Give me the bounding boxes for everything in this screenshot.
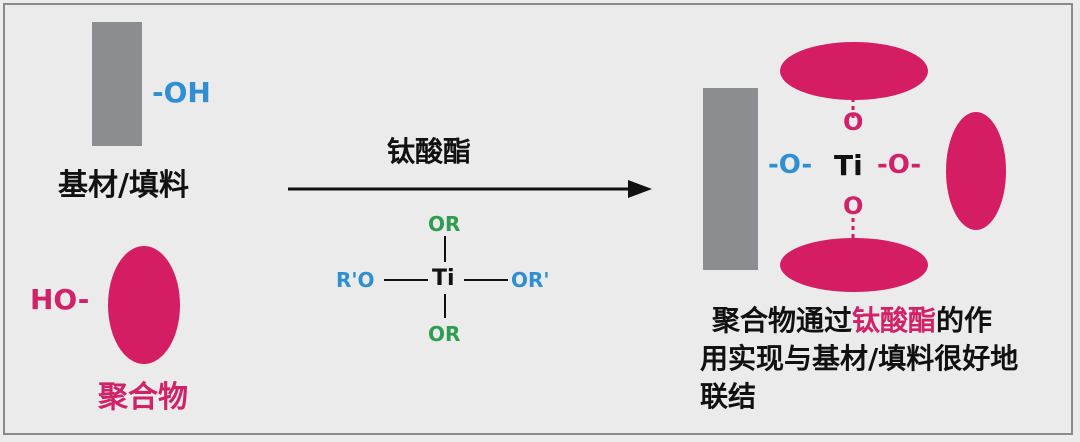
polymer-o-bond-right: -O- (877, 150, 922, 180)
formula-ti: Ti (432, 266, 455, 291)
caption-text-2: 的作 (936, 304, 993, 337)
ti-top-oxygen: O (843, 108, 864, 136)
reaction-arrow-head (628, 180, 652, 198)
caption-line-1: 聚合物通过钛酸酯的作 (700, 302, 1060, 340)
formula-left-ro: R'O (336, 268, 375, 292)
formula-top-or: OR (428, 212, 461, 236)
caption-line-3: 联结 (700, 380, 757, 413)
formula-right-or: OR' (511, 268, 550, 292)
result-caption: 聚合物通过钛酸酯的作 用实现与基材/填料很好地 联结 (700, 302, 1060, 416)
polymer-label: 聚合物 (98, 380, 188, 415)
arrow-label: 钛酸酯 (387, 135, 472, 168)
formula-bottom-or: OR (428, 322, 461, 346)
polymer-ellipse-bottom (780, 238, 928, 292)
ti-bottom-oxygen: O (843, 192, 864, 220)
caption-line-2: 用实现与基材/填料很好地 (700, 342, 1019, 375)
substrate-bar (92, 22, 142, 146)
polymer-ellipse-top (780, 42, 928, 100)
substrate-label: 基材/填料 (58, 168, 189, 203)
polymer-ellipse (108, 246, 180, 364)
caption-highlight: 钛酸酯 (852, 304, 937, 337)
polymer-ellipse-right (946, 112, 1006, 230)
caption-text-1: 聚合物通过 (712, 304, 853, 337)
substrate-oh-label: -OH (152, 76, 211, 109)
polymer-ho-label: HO- (30, 283, 90, 316)
substrate-o-bond: -O- (768, 150, 813, 180)
substrate-bar-bonded (703, 88, 758, 270)
ti-center: Ti (834, 149, 863, 182)
